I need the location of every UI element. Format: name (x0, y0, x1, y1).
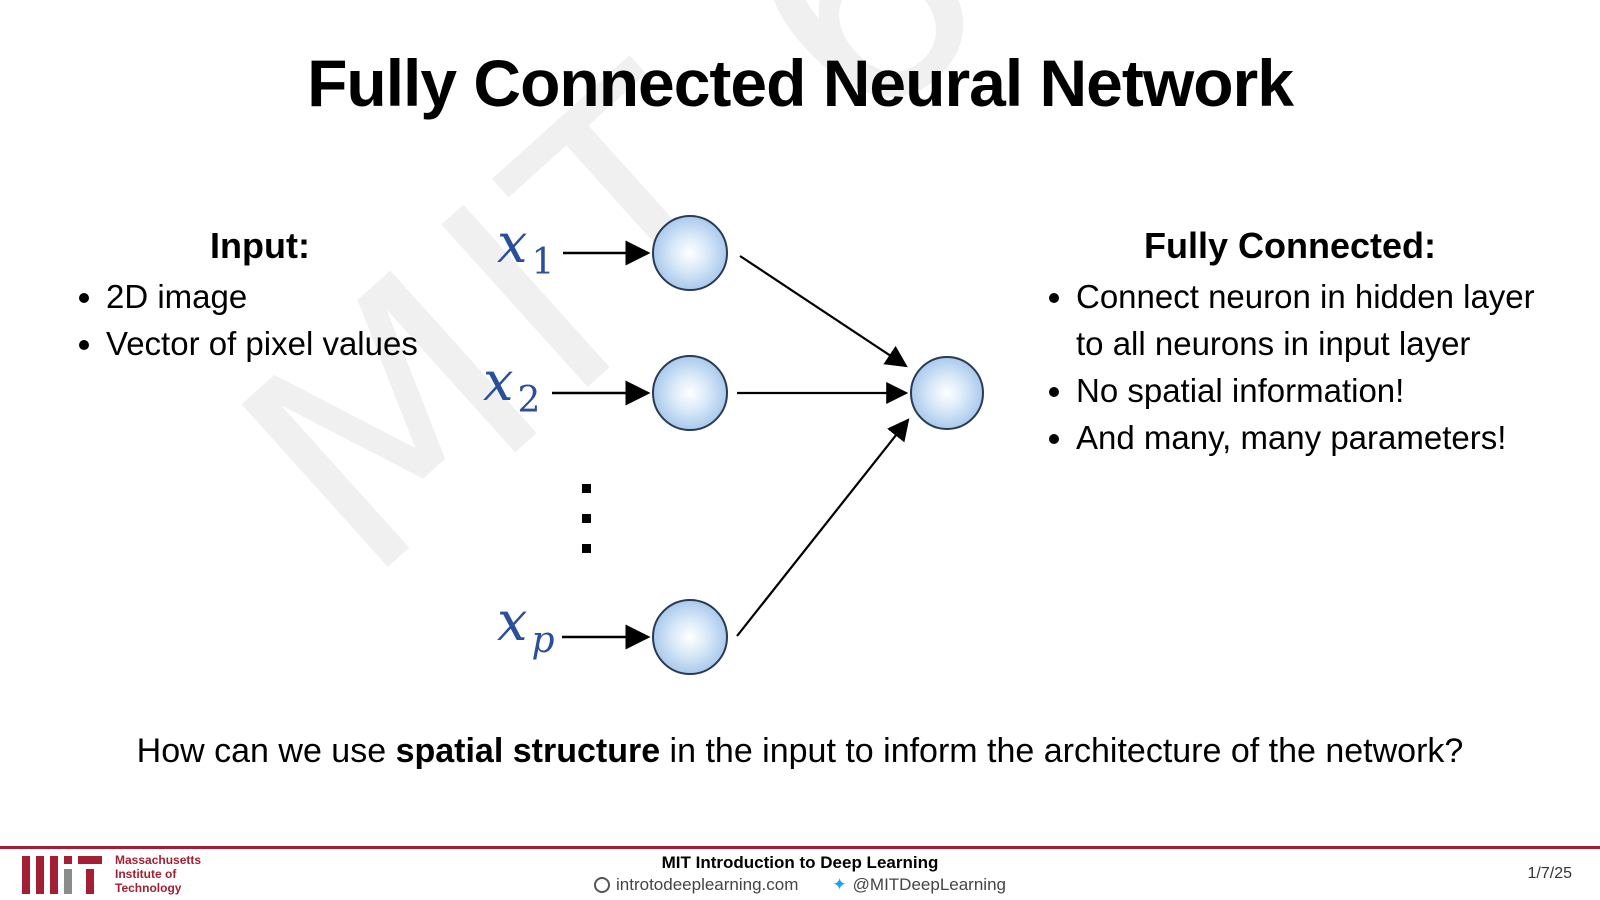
hidden-neuron (910, 356, 984, 430)
footer-divider (0, 846, 1600, 849)
question-text: How can we use spatial structure in the … (0, 732, 1600, 771)
ellipsis-dot (582, 544, 591, 553)
slide-title: Fully Connected Neural Network (307, 46, 1294, 120)
ellipsis-dot (582, 514, 591, 523)
input-panel: Input: 2D image Vector of pixel values (60, 225, 460, 367)
input-bullet: Vector of pixel values (106, 320, 460, 367)
website-link[interactable]: introtodeeplearning.com (616, 875, 799, 894)
fully-connected-heading: Fully Connected: (1143, 225, 1436, 266)
institution-line: Massachusetts (115, 853, 202, 867)
ellipsis-dot (582, 484, 591, 493)
twitter-icon: ✦ (832, 875, 847, 894)
institution-line: Technology (115, 881, 182, 895)
slide-date: 1/7/25 (1527, 865, 1572, 882)
fc-bullet: No spatial information! (1076, 367, 1550, 414)
input-neuron-1 (652, 215, 728, 291)
course-name: MIT Introduction to Deep Learning (661, 853, 939, 872)
twitter-handle[interactable]: @MITDeepLearning (852, 875, 1006, 894)
input-bullet: 2D image (106, 273, 460, 320)
footer-links: introtodeeplearning.com ✦ @MITDeepLearning (0, 875, 1600, 895)
input-neuron-2 (652, 355, 728, 431)
connection-arrow (739, 255, 908, 368)
connection-arrow (736, 418, 910, 637)
fc-bullet: And many, many parameters! (1076, 414, 1550, 461)
input-heading: Input: (210, 225, 310, 266)
question-part: in the input to inform the architecture … (660, 732, 1464, 770)
input-neuron-p (652, 599, 728, 675)
input-bullets: 2D image Vector of pixel values (60, 273, 460, 367)
institution-name: Massachusetts Institute of Technology (115, 853, 201, 895)
question-part: How can we use (136, 732, 396, 770)
question-emphasis: spatial structure (395, 732, 661, 770)
mit-logo (22, 856, 102, 894)
fc-bullet: Connect neuron in hidden layer to all ne… (1076, 273, 1550, 367)
globe-icon (594, 877, 610, 893)
institution-line: Institute of (115, 867, 177, 881)
fully-connected-bullets: Connect neuron in hidden layer to all ne… (1030, 273, 1550, 461)
fully-connected-panel: Fully Connected: Connect neuron in hidde… (1030, 225, 1550, 461)
